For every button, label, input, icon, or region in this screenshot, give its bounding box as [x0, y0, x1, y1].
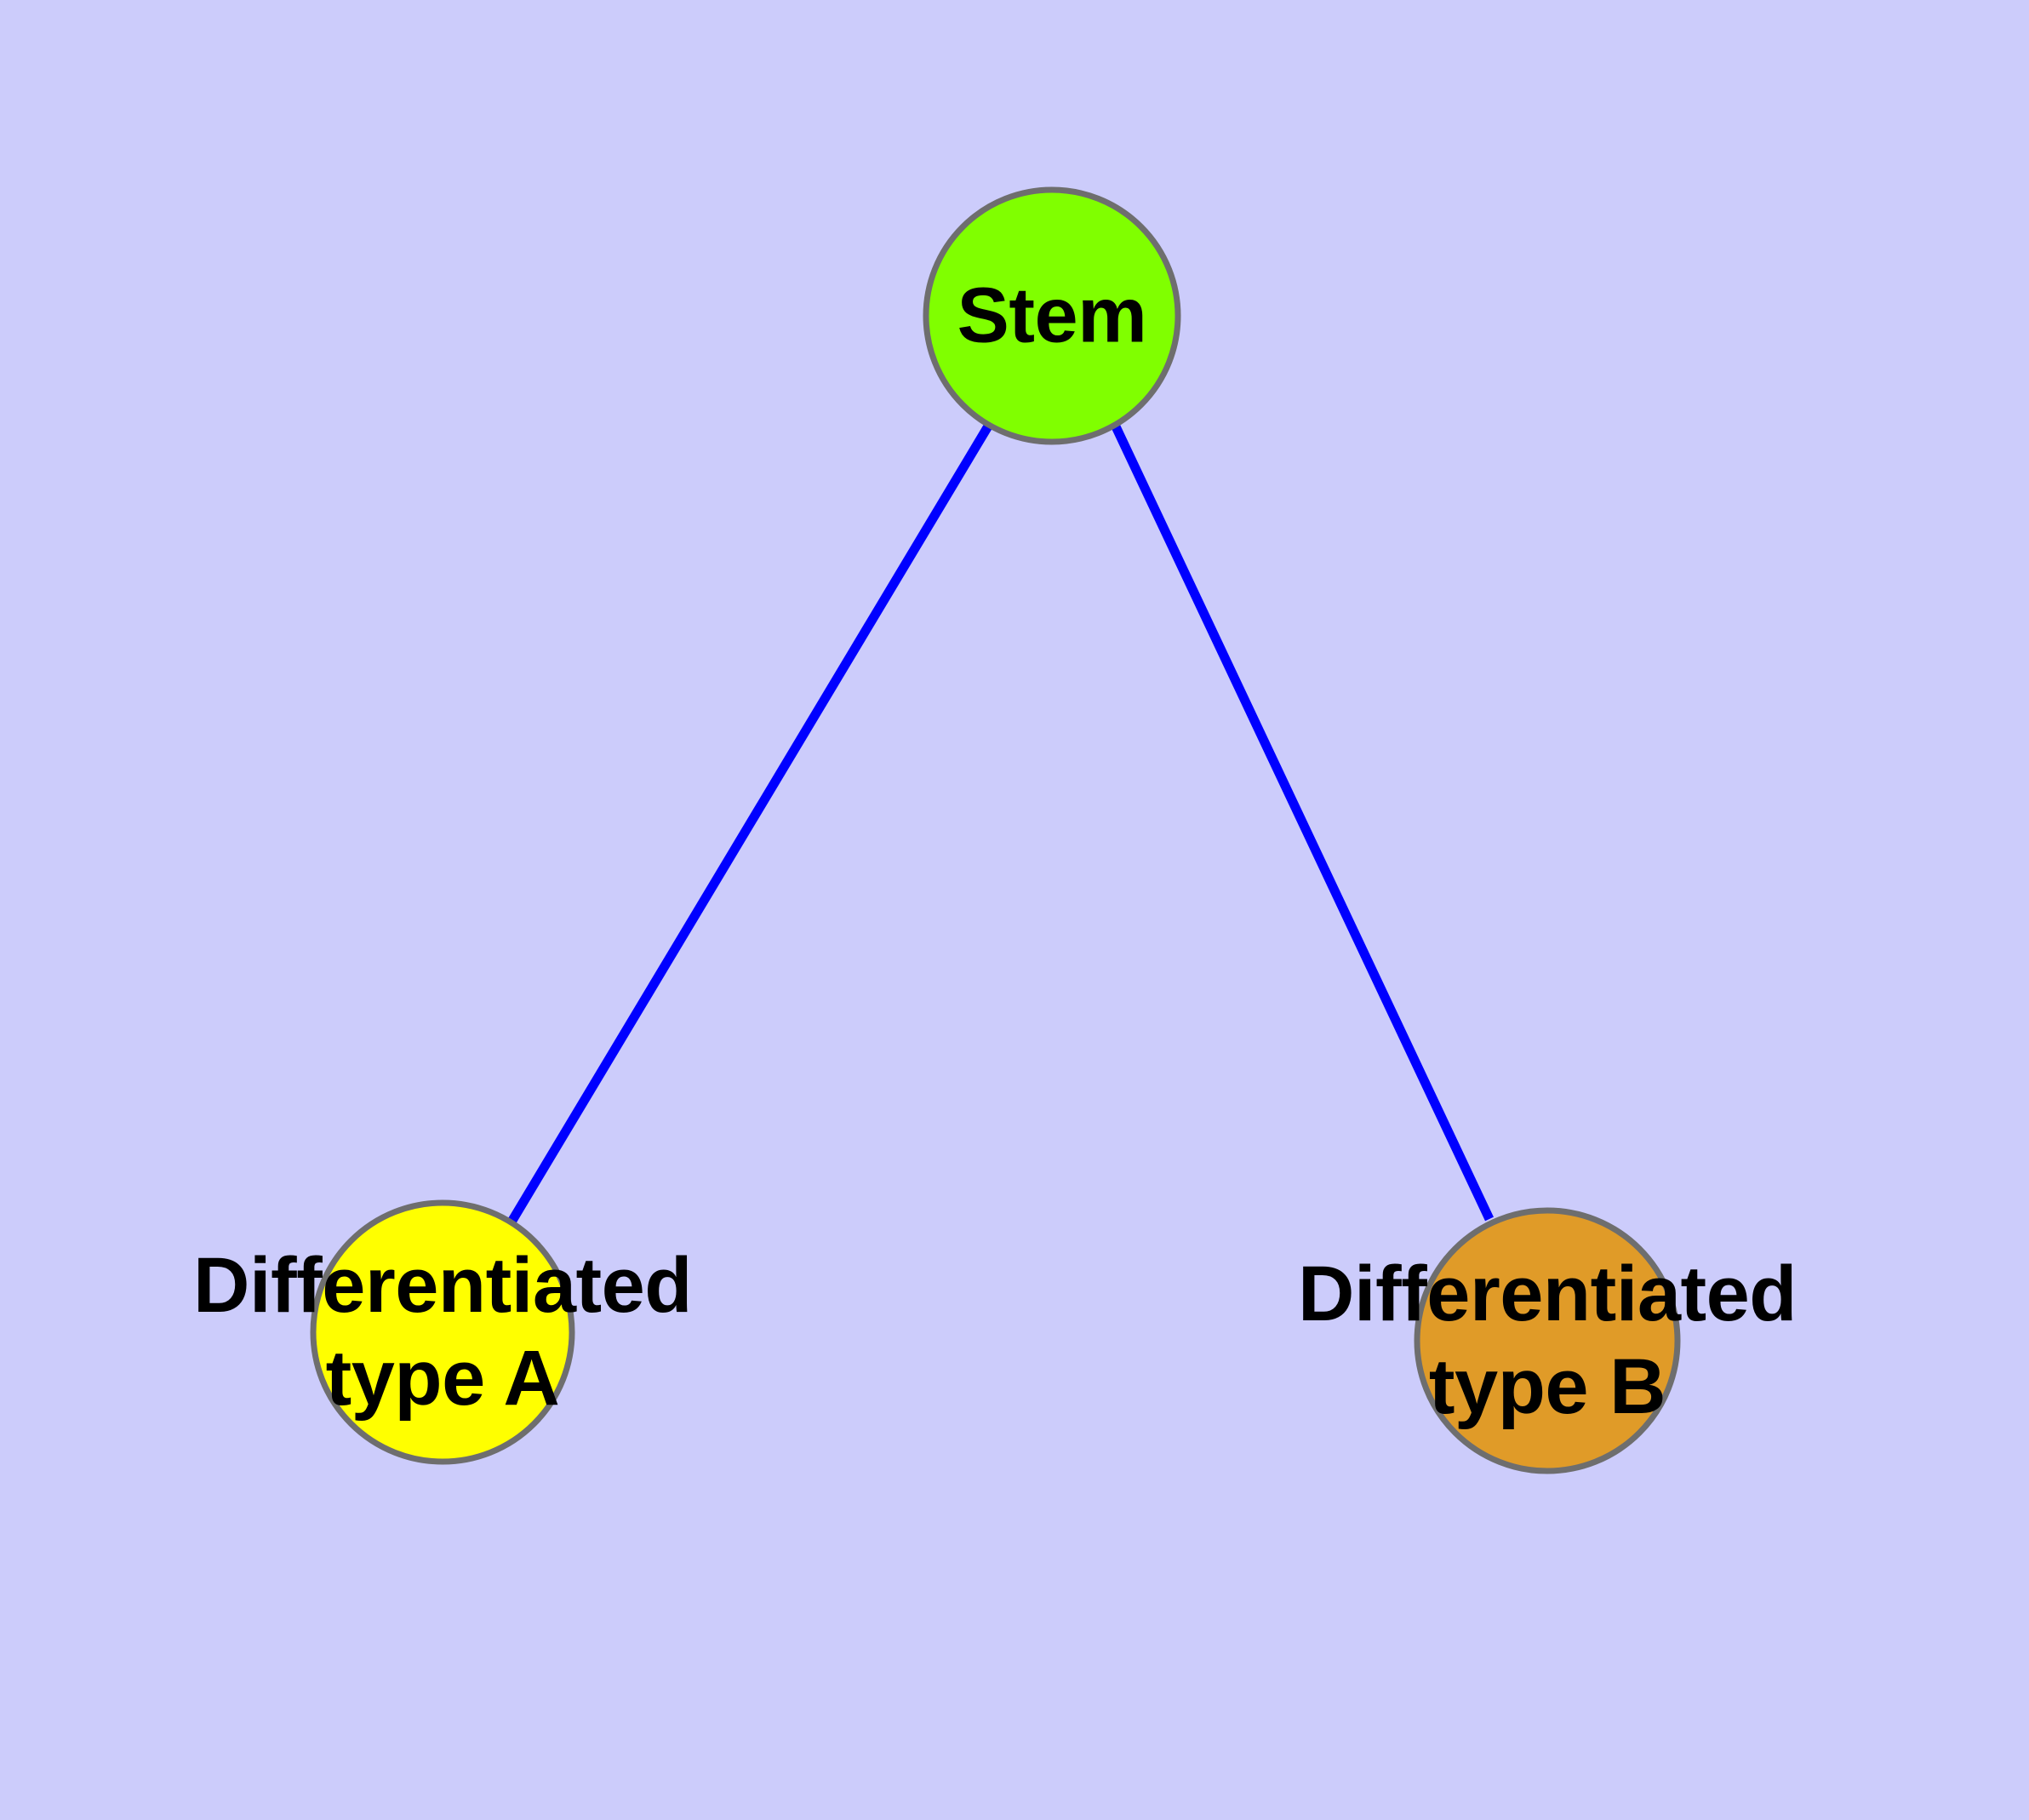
edge-layer: [506, 422, 1494, 1226]
edge-stem-to-type-b[interactable]: [1111, 422, 1494, 1222]
node-circle-stem[interactable]: [923, 186, 1181, 445]
node-layer: [310, 186, 1681, 1474]
node-circle-diff-type-a[interactable]: [310, 1199, 575, 1465]
node-circle-diff-type-b[interactable]: [1414, 1207, 1681, 1474]
edge-stem-to-type-a[interactable]: [506, 422, 993, 1226]
